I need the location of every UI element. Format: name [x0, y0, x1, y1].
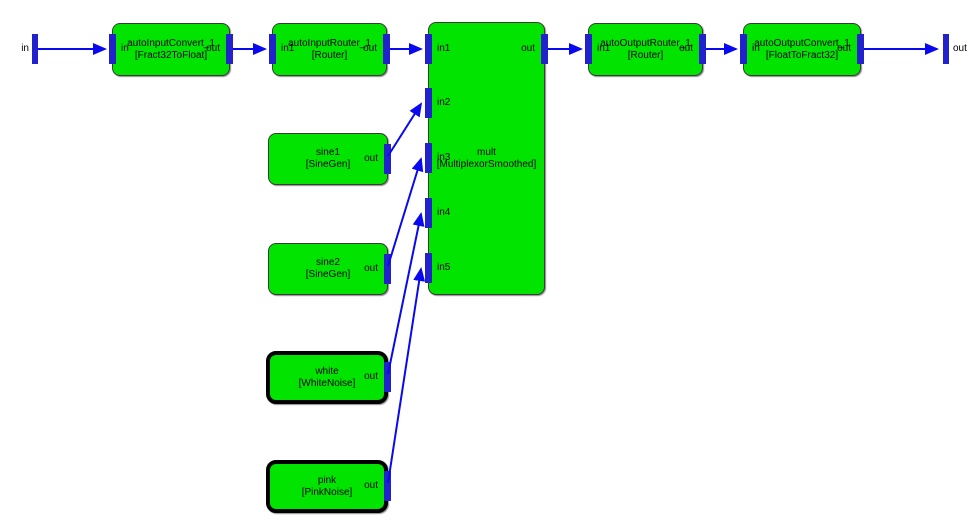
pin-autoInputConvert_1-out[interactable]: [226, 34, 233, 64]
pin-label-pink-out: out: [364, 480, 378, 491]
pin-label-sine1-out: out: [364, 153, 378, 164]
block-type-text: [WhiteNoise]: [298, 377, 356, 389]
pin-autoOutputConvert_1-out[interactable]: [857, 34, 864, 64]
block-title: mult[MultiplexorSmoothed]: [437, 147, 537, 171]
pin-label-autoInputRouter_1-out: out: [363, 43, 377, 54]
block-title: autoOutputConvert_1[FloatToFract32]: [754, 38, 850, 62]
pin-label-mult-in3: in3: [437, 152, 451, 163]
block-name-text: autoOutputConvert_1: [754, 37, 850, 49]
pin-sine1-out[interactable]: [384, 144, 391, 174]
block-name-text: white: [315, 365, 339, 377]
pin-label-autoInputRouter_1-in1: in1: [281, 43, 295, 54]
pin-label-autoOutputConvert_1-in: in: [752, 43, 760, 54]
pin-autoOutputRouter_1-in1[interactable]: [585, 34, 592, 64]
pin-label-autoInputConvert_1-out: out: [206, 43, 220, 54]
pin-label-autoOutputConvert_1-out: out: [837, 43, 851, 54]
pin-autoOutputRouter_1-out[interactable]: [699, 34, 706, 64]
pin-mult-in2[interactable]: [425, 88, 432, 118]
input-port-bar[interactable]: [32, 34, 38, 64]
block-name-text: autoInputRouter_1: [288, 37, 371, 49]
pin-label-autoOutputRouter_1-out: out: [679, 43, 693, 54]
pin-mult-in5[interactable]: [425, 253, 432, 283]
block-title: sine1[SineGen]: [306, 147, 350, 171]
pin-autoInputRouter_1-out[interactable]: [383, 34, 390, 64]
block-type-text: [Fract32ToFloat]: [134, 49, 208, 61]
pin-label-autoInputConvert_1-in: in: [121, 43, 129, 54]
wire-sine1.out-to-mult.in2[interactable]: [387, 102, 423, 157]
block-name-text: sine1: [316, 147, 340, 158]
block-title: sine2[SineGen]: [306, 257, 350, 281]
pin-mult-in4[interactable]: [425, 198, 432, 228]
block-white[interactable]: white[WhiteNoise] out: [266, 351, 391, 404]
block-title: autoOutputRouter_1[Router]: [600, 38, 691, 62]
block-name-text: pink: [317, 474, 337, 486]
output-port-bar[interactable]: [943, 34, 949, 64]
output-port-label: out: [953, 43, 967, 54]
block-type-text: [SineGen]: [305, 159, 351, 170]
block-pink[interactable]: pink[PinkNoise] out: [266, 460, 391, 513]
wire-pink.out-to-mult.in5[interactable]: [387, 267, 426, 484]
wire-sine2.out-to-mult.in3[interactable]: [387, 157, 424, 267]
pin-label-white-out: out: [364, 371, 378, 382]
pin-label-mult-in5: in5: [437, 262, 451, 273]
block-type-text: [SineGen]: [305, 269, 351, 280]
pin-white-out[interactable]: [384, 362, 391, 392]
pin-sine2-out[interactable]: [384, 254, 391, 284]
pin-mult-out[interactable]: [541, 34, 548, 64]
pin-label-mult-in4: in4: [437, 207, 451, 218]
block-type-text: [Router]: [627, 49, 664, 61]
input-port-label: in: [21, 43, 29, 54]
pin-label-mult-in2: in2: [437, 97, 451, 108]
block-sine1[interactable]: sine1[SineGen] out: [268, 133, 391, 185]
pin-autoInputConvert_1-in[interactable]: [109, 34, 116, 64]
wire-white.out-to-mult.in4[interactable]: [387, 212, 425, 375]
block-type-text: [MultiplexorSmoothed]: [436, 158, 537, 170]
block-name-text: mult: [477, 146, 496, 158]
block-type-text: [Router]: [311, 49, 348, 61]
block-title: white[WhiteNoise]: [299, 366, 356, 390]
pin-label-sine2-out: out: [364, 263, 378, 274]
pin-autoInputRouter_1-in1[interactable]: [269, 34, 276, 64]
pin-pink-out[interactable]: [384, 471, 391, 501]
block-name-text: autoOutputRouter_1: [600, 37, 691, 49]
block-title: autoInputRouter_1[Router]: [288, 38, 371, 62]
pin-label-mult-out: out: [521, 43, 535, 54]
pin-autoOutputConvert_1-in[interactable]: [740, 34, 747, 64]
block-name-text: sine2: [316, 257, 340, 268]
block-title: pink[PinkNoise]: [302, 475, 353, 499]
pin-label-autoOutputRouter_1-in1: in1: [597, 43, 611, 54]
pin-label-mult-in1: in1: [437, 43, 451, 54]
block-name-text: autoInputConvert_1: [127, 37, 215, 49]
block-sine2[interactable]: sine2[SineGen] out: [268, 243, 391, 295]
block-type-text: [PinkNoise]: [301, 486, 353, 498]
pin-mult-in3[interactable]: [425, 143, 432, 173]
pin-mult-in1[interactable]: [425, 34, 432, 64]
block-mult[interactable]: mult[MultiplexorSmoothed] in1 in2 in3 in4 in5…: [425, 22, 548, 295]
block-type-text: [FloatToFract32]: [765, 49, 839, 61]
block-title: autoInputConvert_1[Fract32ToFloat]: [127, 38, 215, 62]
